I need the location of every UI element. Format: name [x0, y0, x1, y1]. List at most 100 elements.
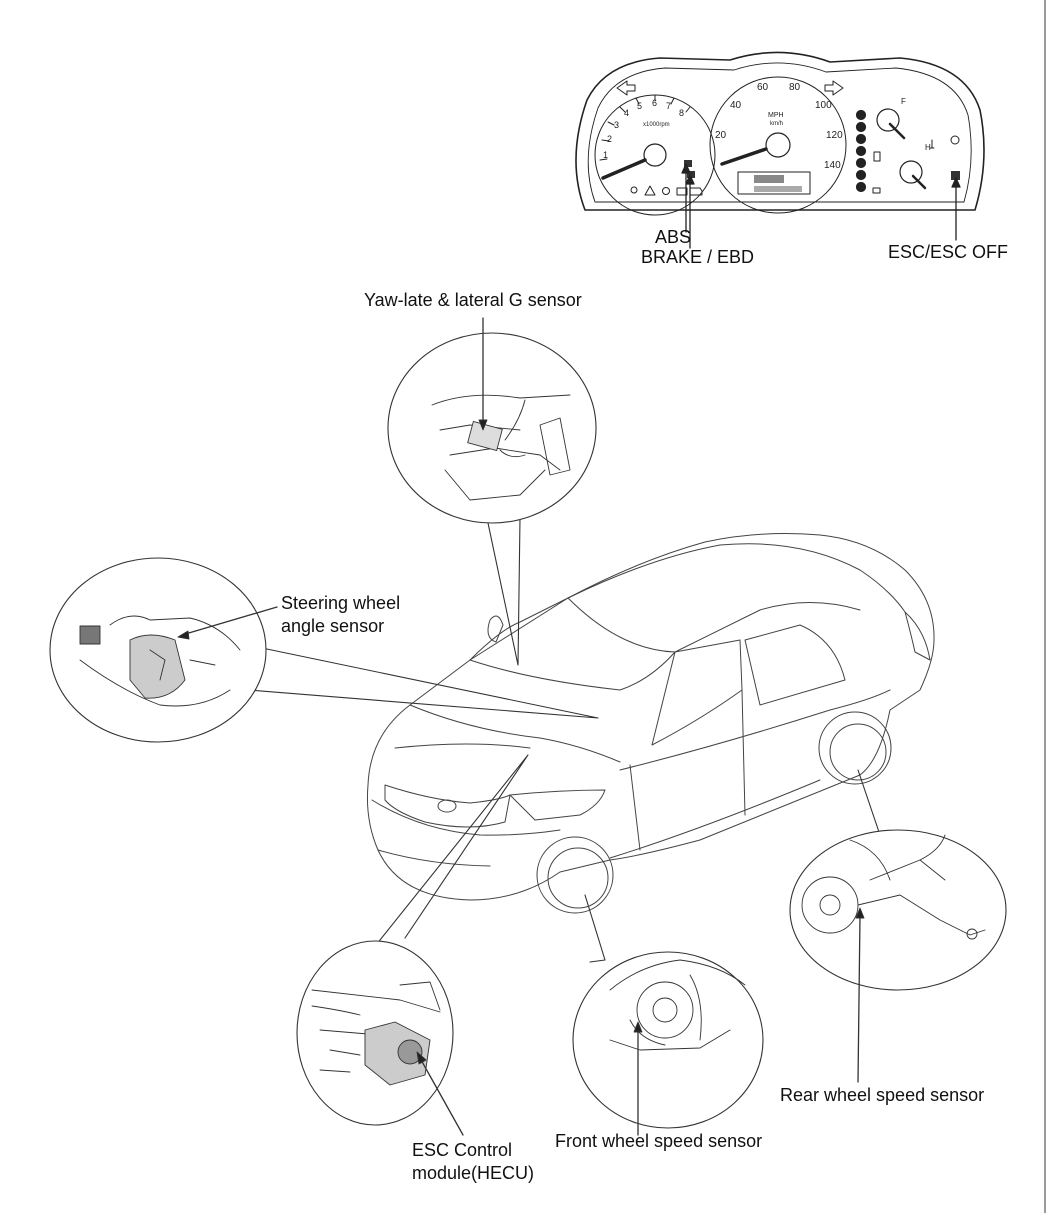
rear-wheel-detail: [801, 834, 986, 1083]
headlight: [509, 789, 606, 821]
temperature-gauge: H: [899, 143, 931, 190]
gear-l: L: [859, 185, 863, 191]
tach-tick-3: 3: [614, 120, 619, 130]
callout-bubbles: [49, 332, 1007, 1129]
steering-bubble-tail: [247, 647, 599, 719]
gear-n: N: [859, 137, 863, 143]
seatbelt-icon: [630, 186, 638, 194]
yaw-sensor-label: Yaw-late & lateral G sensor: [364, 290, 582, 310]
fuel-pump-icon: [873, 151, 881, 162]
cluster-callout-arrows: [681, 163, 961, 249]
speed-120: 120: [826, 130, 843, 141]
speed-unit-kmh: km/h: [770, 121, 783, 127]
turn-right-arrow-icon: [824, 80, 844, 96]
tach-tick-2: 2: [607, 134, 612, 144]
tach-tick-4: 4: [624, 108, 629, 118]
steering-pointer: [181, 606, 278, 636]
speed-unit-mph: MPH: [768, 112, 784, 119]
esc-module-label-line1: ESC Control: [412, 1140, 513, 1160]
steering-sensor-label-line1: Steering wheel: [281, 593, 401, 613]
gear-indicator: P R N D 3 2 L: [855, 109, 867, 193]
airbag-icon: [644, 185, 656, 196]
yaw-bubble-tail: [487, 517, 521, 666]
hyundai-emblem: [437, 799, 457, 813]
speedo-hub: [765, 132, 791, 158]
yaw-sensor-detail: [431, 317, 571, 501]
battery-icon: [676, 187, 688, 196]
esc-module-pointer: [419, 1057, 464, 1136]
gear-d: D: [859, 149, 864, 155]
tach-tick-1: 1: [603, 150, 608, 160]
temp-hot-mark: H: [925, 143, 931, 152]
esc-bubble-tail: [375, 754, 529, 946]
fuel-gauge: F: [876, 97, 906, 140]
speed-60: 60: [757, 82, 769, 93]
rear-wheel-bubble-tail: [857, 769, 881, 837]
rear-wheel-pointer: [857, 914, 861, 1083]
grille: [384, 784, 511, 828]
warning-lamp-row: [616, 80, 960, 196]
rear-wheel: [829, 723, 887, 781]
door-line-2: [741, 689, 746, 816]
rear-door-window: [744, 624, 846, 706]
fuel-full-mark: F: [901, 97, 906, 106]
cluster-housing: [575, 51, 985, 211]
side-mirror: [487, 615, 504, 643]
tach-tick-7: 7: [666, 101, 671, 111]
rear-lamp: [904, 611, 931, 661]
speed-80: 80: [789, 82, 801, 93]
oil-lamp-icon: [662, 187, 670, 195]
rear-wheel-sensor-label: Rear wheel speed sensor: [780, 1085, 985, 1105]
speedo-needle: [720, 147, 768, 166]
rocker-line: [609, 779, 821, 859]
front-bumper: [371, 799, 561, 867]
front-wheel-sensor-label: Front wheel speed sensor: [555, 1131, 763, 1151]
front-wheel-detail: [609, 959, 746, 1136]
front-wheel: [547, 847, 609, 909]
speedometer: 20 40 60 80 100 120 140 MPH km/h: [709, 76, 847, 214]
car-roof: [469, 543, 906, 661]
esc-module-label-line2: module(HECU): [412, 1163, 535, 1183]
tach-needle: [601, 158, 647, 180]
abs-label: ABS: [655, 227, 692, 247]
hood-center: [394, 743, 531, 749]
gear-r: R: [859, 125, 864, 131]
front-wheel-bubble-tail: [584, 894, 606, 963]
tachometer: 1 2 3 4 5 6 7 8 x1000rpm: [594, 94, 716, 216]
instrument-cluster: 1 2 3 4 5 6 7 8 x1000rpm 20 40 60 80 100: [575, 51, 985, 249]
hecu-unit: [364, 1021, 431, 1086]
page-right-border: [1044, 0, 1046, 1213]
tach-unit: x1000rpm: [643, 122, 670, 128]
speed-40: 40: [730, 100, 742, 111]
gear-p: P: [859, 113, 863, 119]
speed-140: 140: [824, 160, 841, 171]
brake-lamp-icon: [687, 171, 695, 178]
hood-line: [409, 704, 621, 763]
gear-2: 2: [859, 173, 863, 179]
car-body: [366, 533, 935, 914]
front-door-window: [651, 639, 743, 746]
esc-lamp-icon: [951, 171, 960, 180]
front-wheel-bubble: [572, 951, 764, 1129]
esc-module-detail: [311, 981, 464, 1136]
odometer-display: [737, 171, 811, 195]
side-character-line: [619, 689, 891, 771]
speed-20: 20: [715, 130, 727, 141]
tach-tick-6: 6: [652, 98, 657, 108]
speed-100: 100: [815, 100, 832, 111]
steering-sensor-label-line2: angle sensor: [281, 616, 385, 636]
front-wheel-arch: [536, 836, 614, 914]
cluster-inner-bezel: [587, 62, 972, 203]
door-line: [629, 764, 641, 851]
tach-tick-8: 8: [679, 108, 684, 118]
tach-tick-5: 5: [637, 101, 642, 111]
windshield-upper: [567, 597, 676, 653]
brake-ebd-label: BRAKE / EBD: [641, 247, 755, 267]
windshield: [469, 602, 861, 691]
gear-3: 3: [859, 161, 863, 167]
esc-off-label: ESC/ESC OFF: [888, 242, 1009, 262]
abs-lamp-icon: [684, 160, 692, 167]
thermometer-icon: [929, 139, 935, 149]
rear-wheel-arch: [818, 711, 892, 785]
